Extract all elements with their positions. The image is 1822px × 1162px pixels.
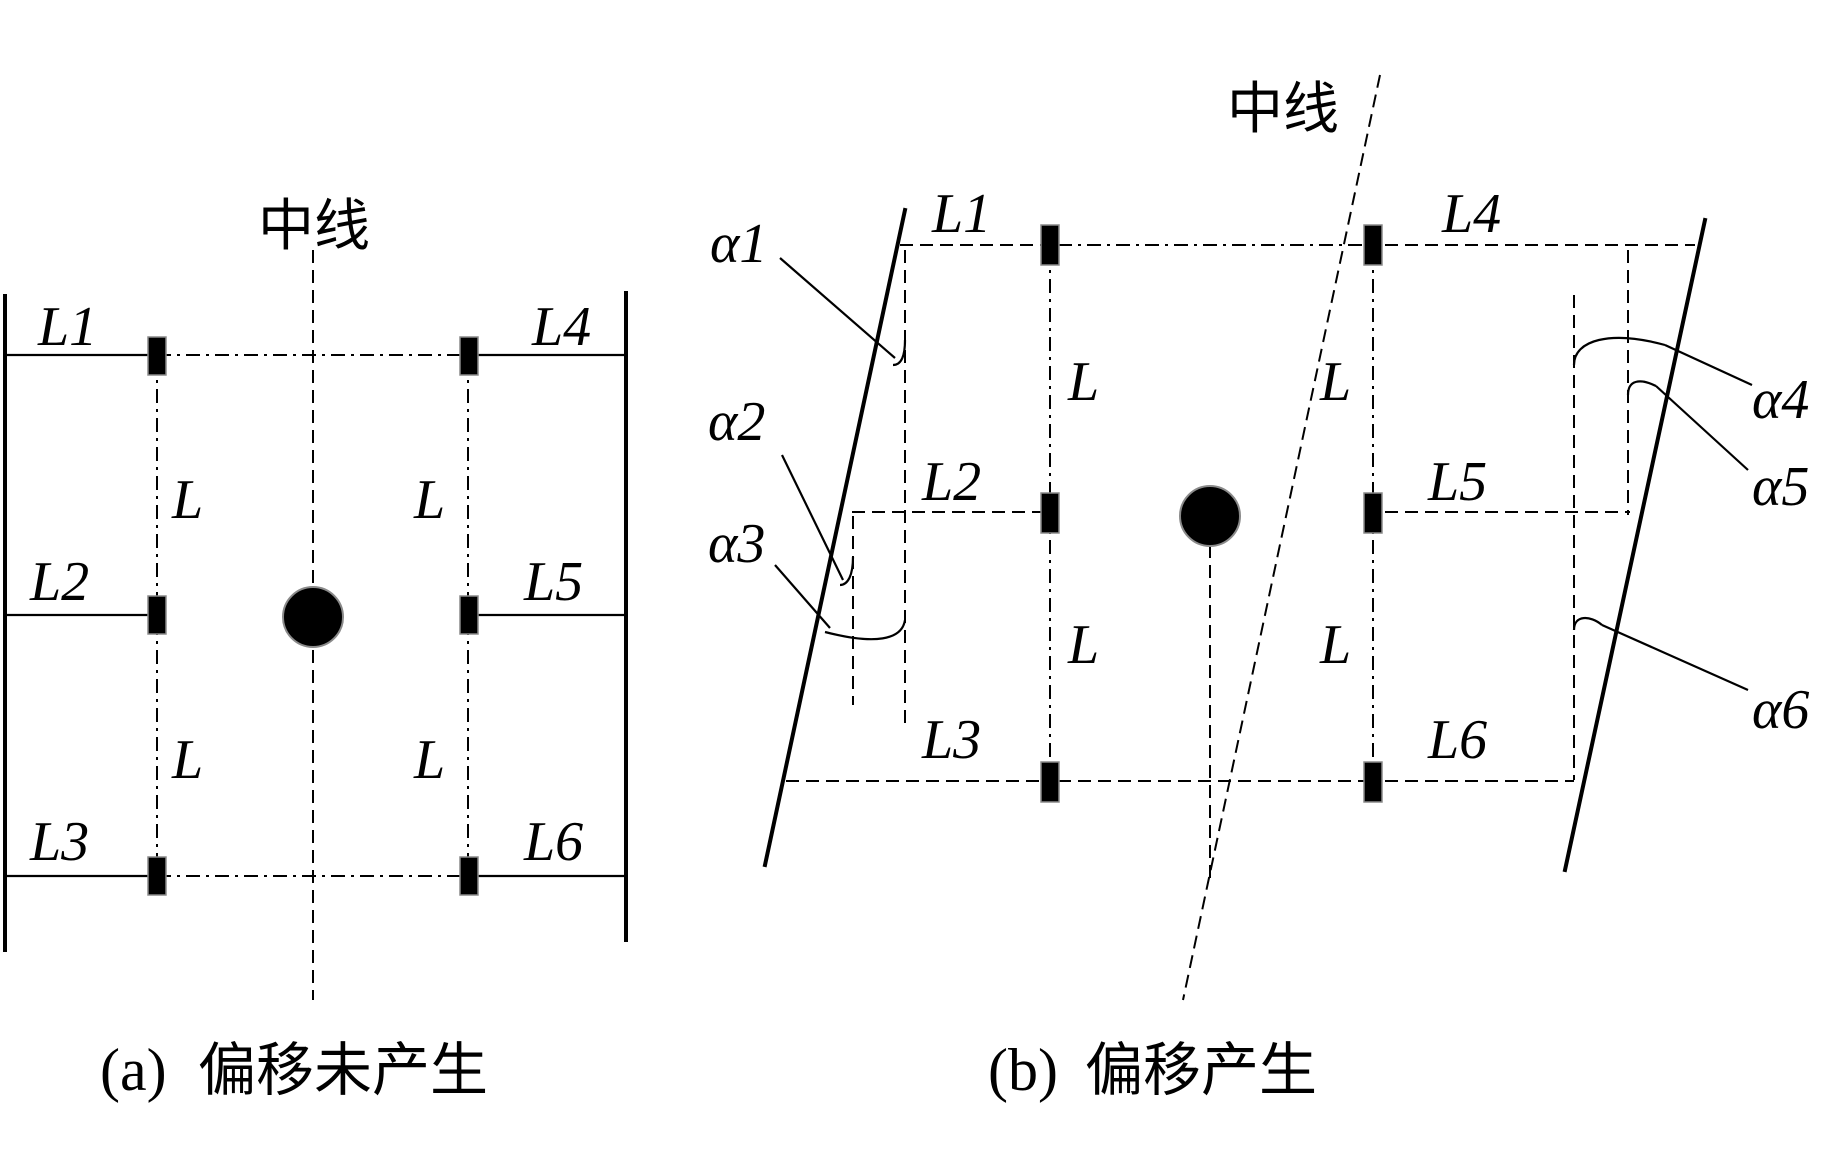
label-l1-a: L1 xyxy=(37,296,97,358)
spacing-label-a-3: L xyxy=(413,469,445,531)
sensor-l6-b xyxy=(1363,761,1383,803)
sensor-l4-b xyxy=(1363,224,1383,266)
arc-alpha3 xyxy=(824,619,907,641)
sensor-l2-b xyxy=(1040,492,1060,534)
sensor-l1-a xyxy=(147,336,167,376)
panel-b: 中线 L1 L2 L3 L4 L5 L6 L L L L α1 α2 α3 α4… xyxy=(708,74,1809,1104)
spacing-label-b-4: L xyxy=(1319,614,1351,676)
arc-alpha5 xyxy=(1626,380,1657,396)
center-ball-b xyxy=(1179,485,1241,547)
angle-label-alpha2: α2 xyxy=(708,391,765,453)
spacing-label-b-1: L xyxy=(1067,351,1099,413)
right-rail-b xyxy=(1562,217,1708,873)
label-l4-a: L4 xyxy=(531,296,591,358)
leader-alpha2 xyxy=(781,454,844,581)
sensor-l6-a xyxy=(459,856,479,896)
spacing-label-a-4: L xyxy=(413,729,445,791)
angle-label-alpha1: α1 xyxy=(710,213,767,275)
leader-alpha5 xyxy=(1655,385,1749,471)
angle-label-alpha3: α3 xyxy=(708,513,765,575)
label-l5-a: L5 xyxy=(523,551,583,613)
spacing-label-b-2: L xyxy=(1067,614,1099,676)
center-ball-a xyxy=(282,586,344,648)
sensor-l1-b xyxy=(1040,224,1060,266)
centerline-label-b: 中线 xyxy=(1227,77,1339,142)
sensor-l5-a xyxy=(459,595,479,635)
spacing-label-a-1: L xyxy=(171,469,203,531)
label-l1-b: L1 xyxy=(931,183,991,245)
sensor-l2-a xyxy=(147,595,167,635)
label-l3-a: L3 xyxy=(29,811,89,873)
arc-alpha6 xyxy=(1572,617,1603,631)
centerline-b xyxy=(1182,74,1381,1001)
caption-text-b: 偏移产生 xyxy=(1085,1036,1317,1104)
leader-alpha1 xyxy=(779,257,896,359)
label-l4-b: L4 xyxy=(1441,183,1501,245)
arc-alpha1 xyxy=(892,339,907,367)
caption-letter-a: (a) xyxy=(100,1037,167,1103)
panel-a: 中线 L1 L2 L3 L4 L5 L6 L L L L (a) 偏移未产生 xyxy=(3,194,628,1104)
caption-text-a: 偏移未产生 xyxy=(198,1036,488,1104)
sensor-l4-a xyxy=(459,336,479,376)
arc-alpha2 xyxy=(839,556,855,587)
spacing-label-a-2: L xyxy=(171,729,203,791)
label-l2-a: L2 xyxy=(29,551,89,613)
angle-label-alpha4: α4 xyxy=(1752,369,1809,431)
label-l6-b: L6 xyxy=(1427,709,1487,771)
angle-label-alpha5: α5 xyxy=(1752,456,1809,518)
left-rail-b xyxy=(762,207,908,868)
angle-label-alpha6: α6 xyxy=(1752,679,1809,741)
label-l2-b: L2 xyxy=(921,451,981,513)
label-l6-a: L6 xyxy=(523,811,583,873)
arc-alpha4 xyxy=(1572,336,1666,366)
sensor-l5-b xyxy=(1363,492,1383,534)
sensor-l3-a xyxy=(147,856,167,896)
leader-alpha6 xyxy=(1601,623,1749,692)
leader-alpha3 xyxy=(774,564,831,629)
label-l5-b: L5 xyxy=(1427,451,1487,513)
label-l3-b: L3 xyxy=(921,709,981,771)
caption-letter-b: (b) xyxy=(988,1037,1058,1103)
spacing-label-b-3: L xyxy=(1319,351,1351,413)
centerline-label-a: 中线 xyxy=(258,194,370,259)
leader-alpha4 xyxy=(1664,344,1753,386)
sensor-l3-b xyxy=(1040,761,1060,803)
